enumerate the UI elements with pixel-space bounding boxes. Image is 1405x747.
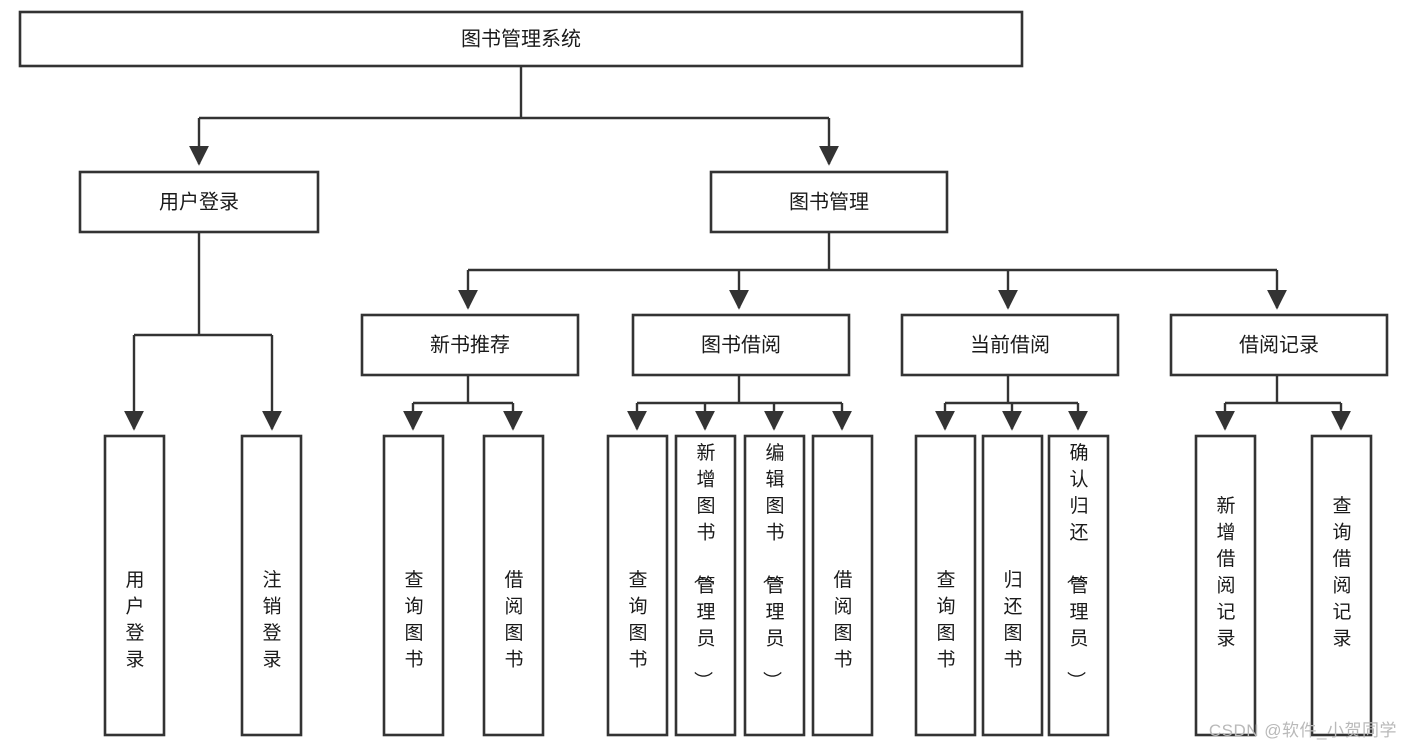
node-leaf-borrow-book-1-rect[interactable] bbox=[482, 434, 545, 737]
edge-book-borrow-bus bbox=[637, 375, 842, 405]
node-leaf-borrow-book-2-rect[interactable] bbox=[811, 434, 874, 737]
edge-borrow-record-bus bbox=[1225, 375, 1341, 405]
node-leaf-confirm-return[interactable]: 确认归还（管理员） bbox=[1047, 434, 1110, 737]
node-root[interactable]: 图书管理系统 bbox=[18, 10, 1024, 68]
node-leaf-user-login[interactable]: 用户登录 bbox=[103, 434, 166, 737]
node-current-borrow[interactable]: 当前借阅 bbox=[900, 313, 1120, 377]
node-leaf-add-book-rect[interactable] bbox=[674, 434, 737, 737]
node-leaf-query-book-2[interactable]: 查询图书 bbox=[606, 434, 669, 737]
node-leaf-borrow-book-1-label: 借阅图书 bbox=[504, 569, 523, 671]
node-borrow-record-rect[interactable] bbox=[1169, 313, 1389, 377]
node-leaf-query-record-label: 查询借阅记录 bbox=[1332, 495, 1351, 650]
node-leaf-user-logout[interactable]: 注销登录 bbox=[240, 434, 303, 737]
node-leaf-query-book-2-label: 查询图书 bbox=[628, 569, 647, 671]
node-leaf-borrow-book-2[interactable]: 借阅图书 bbox=[811, 434, 874, 737]
node-borrow-record-label: 借阅记录 bbox=[1239, 333, 1319, 356]
node-leaf-add-book[interactable]: 新增图书（管理员） bbox=[674, 434, 737, 737]
node-leaf-query-book-1[interactable]: 查询图书 bbox=[382, 434, 445, 737]
node-user-login[interactable]: 用户登录 bbox=[78, 170, 320, 234]
node-leaf-user-login-rect[interactable] bbox=[103, 434, 166, 737]
node-leaf-query-book-1-label: 查询图书 bbox=[404, 569, 423, 671]
node-book-manage-rect[interactable] bbox=[709, 170, 949, 234]
node-current-borrow-rect[interactable] bbox=[900, 313, 1120, 377]
node-leaf-user-logout-label: 注销登录 bbox=[262, 569, 281, 671]
node-leaf-edit-book-rect[interactable] bbox=[743, 434, 806, 737]
node-book-borrow[interactable]: 图书借阅 bbox=[631, 313, 851, 377]
node-leaf-add-record-label: 新增借阅记录 bbox=[1216, 495, 1235, 650]
node-leaf-edit-book-label: 编辑图书（管理员） bbox=[760, 442, 784, 690]
edges-layer bbox=[124, 66, 1351, 431]
edge-new-book-rec-bus bbox=[413, 375, 513, 405]
node-book-manage[interactable]: 图书管理 bbox=[709, 170, 949, 234]
edge-user-login-bus bbox=[134, 232, 272, 337]
node-leaf-borrow-book-2-label: 借阅图书 bbox=[833, 569, 852, 671]
node-leaf-query-book-2-rect[interactable] bbox=[606, 434, 669, 737]
node-book-borrow-label: 图书借阅 bbox=[701, 333, 781, 356]
node-leaf-user-logout-rect[interactable] bbox=[240, 434, 303, 737]
node-book-borrow-rect[interactable] bbox=[631, 313, 851, 377]
node-current-borrow-label: 当前借阅 bbox=[970, 333, 1050, 356]
node-leaf-confirm-return-label: 确认归还（管理员） bbox=[1064, 442, 1088, 690]
node-borrow-record[interactable]: 借阅记录 bbox=[1169, 313, 1389, 377]
node-leaf-query-book-3-rect[interactable] bbox=[914, 434, 977, 737]
node-leaf-query-book-3[interactable]: 查询图书 bbox=[914, 434, 977, 737]
node-user-login-label: 用户登录 bbox=[159, 190, 239, 213]
node-leaf-query-record-rect[interactable] bbox=[1310, 434, 1373, 737]
node-leaf-query-record[interactable]: 查询借阅记录 bbox=[1310, 434, 1373, 737]
node-new-book-rec[interactable]: 新书推荐 bbox=[360, 313, 580, 377]
node-root-rect[interactable] bbox=[18, 10, 1024, 68]
node-leaf-confirm-return-rect[interactable] bbox=[1047, 434, 1110, 737]
edge-book-manage-bus bbox=[468, 232, 1277, 272]
edge-root-bus bbox=[199, 66, 829, 120]
node-leaf-return-book-label: 归还图书 bbox=[1003, 569, 1022, 671]
node-leaf-return-book-rect[interactable] bbox=[981, 434, 1044, 737]
node-new-book-rec-label: 新书推荐 bbox=[430, 333, 510, 356]
node-book-manage-label: 图书管理 bbox=[789, 190, 869, 213]
node-leaf-query-book-1-rect[interactable] bbox=[382, 434, 445, 737]
node-leaf-user-login-label: 用户登录 bbox=[125, 570, 144, 671]
edge-current-borrow-bus bbox=[945, 375, 1078, 405]
node-leaf-add-record-rect[interactable] bbox=[1194, 434, 1257, 737]
node-user-login-rect[interactable] bbox=[78, 170, 320, 234]
node-leaf-add-book-label: 新增图书（管理员） bbox=[691, 442, 715, 690]
node-root-label: 图书管理系统 bbox=[461, 27, 581, 50]
node-new-book-rec-rect[interactable] bbox=[360, 313, 580, 377]
node-leaf-edit-book[interactable]: 编辑图书（管理员） bbox=[743, 434, 806, 737]
node-leaf-add-record[interactable]: 新增借阅记录 bbox=[1194, 434, 1257, 737]
node-leaf-return-book[interactable]: 归还图书 bbox=[981, 434, 1044, 737]
node-leaf-query-book-3-label: 查询图书 bbox=[936, 569, 955, 671]
node-leaf-borrow-book-1[interactable]: 借阅图书 bbox=[482, 434, 545, 737]
